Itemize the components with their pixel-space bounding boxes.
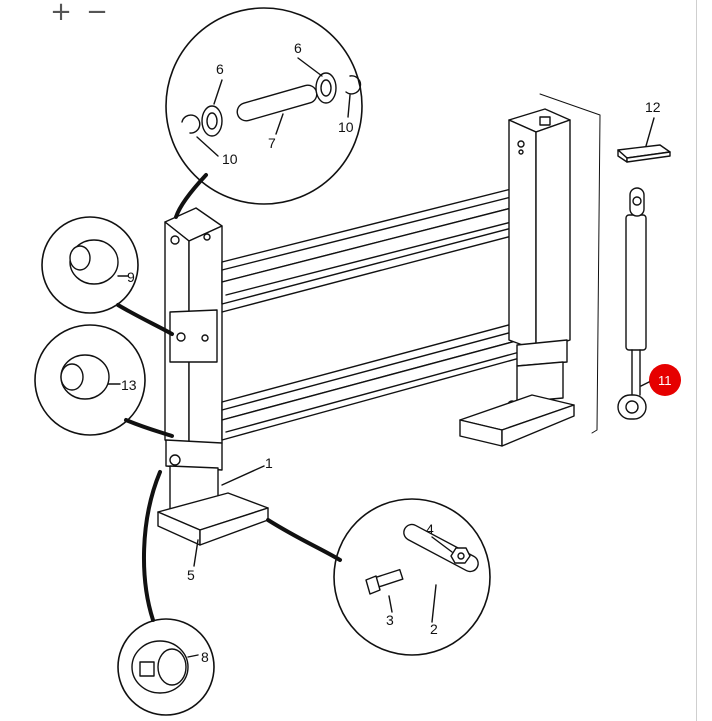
frame-assembly	[157, 93, 601, 546]
callout-10-right: 10	[338, 119, 354, 135]
callout-10-left: 10	[222, 151, 238, 167]
detail-plug-13	[34, 324, 174, 438]
callout-1: 1	[265, 455, 273, 471]
cap-part	[617, 117, 671, 163]
gas-strut	[617, 187, 647, 420]
callout-6-left: 6	[216, 61, 224, 77]
detail-plug-8	[117, 470, 215, 716]
callout-11[interactable]: 11	[658, 373, 672, 388]
callout-12: 12	[645, 99, 661, 115]
zoom-out-button[interactable]: −	[82, 0, 112, 25]
callout-4: 4	[426, 521, 434, 537]
diagram-frame: + −	[34, 0, 697, 721]
callout-2: 2	[430, 621, 438, 637]
callout-5: 5	[187, 567, 195, 583]
detail-pin	[165, 7, 363, 219]
highlight-marker[interactable]	[649, 364, 681, 396]
callout-8: 8	[201, 649, 209, 665]
callout-7: 7	[268, 135, 276, 151]
callout-13: 13	[121, 377, 137, 393]
callout-3: 3	[386, 612, 394, 628]
callout-9: 9	[127, 269, 135, 285]
callout-6-right: 6	[294, 40, 302, 56]
zoom-in-button[interactable]: +	[46, 0, 76, 25]
detail-plug-9	[41, 216, 174, 336]
detail-bolt	[266, 498, 491, 656]
parts-diagram: 6 6 7 10 10 9 13 1 5 8 4 3 2 12 11	[34, 7, 681, 716]
